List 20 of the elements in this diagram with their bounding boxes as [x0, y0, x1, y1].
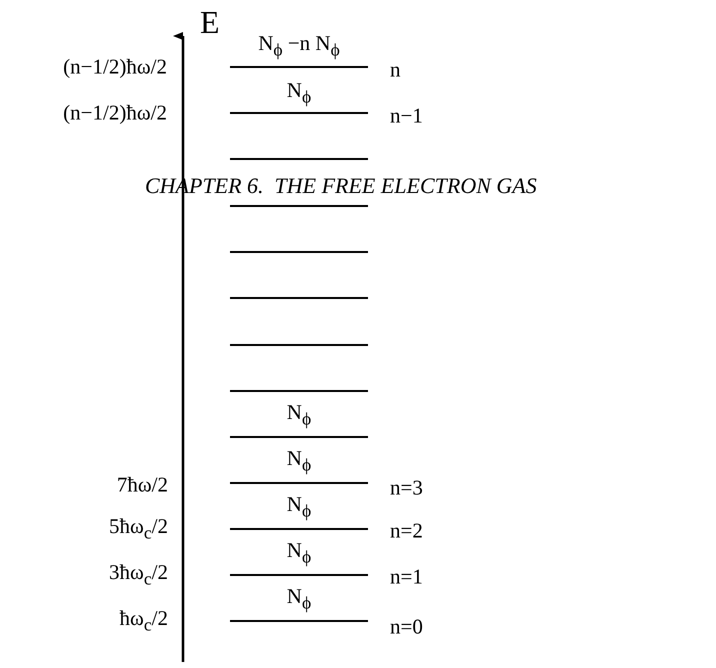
degeneracy-label: N$_{ϕ}$: [286, 494, 312, 520]
energy-label: 7ħω/2: [116, 474, 168, 496]
level-index-label: n: [390, 60, 400, 80]
energy-label: (n−1/2)ħω/2: [63, 102, 167, 124]
degeneracy-label: N$_{ϕ}$: [286, 402, 312, 428]
energy-label: 5ħω$_{c}$/2: [109, 516, 168, 542]
energy-label: (n−1/2)ħω/2: [63, 56, 167, 78]
level-index-label: n−1: [390, 106, 423, 126]
level-index-label: n=0: [390, 616, 423, 638]
level-index-label: n=1: [390, 566, 423, 588]
axis-label: E: [200, 6, 220, 38]
degeneracy-label: N$_{ϕ}$: [286, 586, 312, 612]
energy-label: ħω$_{c}$/2: [120, 608, 168, 634]
degeneracy-label: N$_{ϕ}$: [286, 448, 312, 474]
energy-label: 3ħω$_{c}$/2: [109, 562, 168, 588]
degeneracy-label: N$_{ϕ}$ −n N$_{ϕ}$: [258, 33, 340, 59]
degeneracy-label: N$_{ϕ}$: [286, 540, 312, 566]
level-index-label: n=2: [390, 520, 423, 542]
level-index-label: n=3: [390, 478, 423, 498]
degeneracy-label: N$_{ϕ}$: [286, 80, 312, 106]
